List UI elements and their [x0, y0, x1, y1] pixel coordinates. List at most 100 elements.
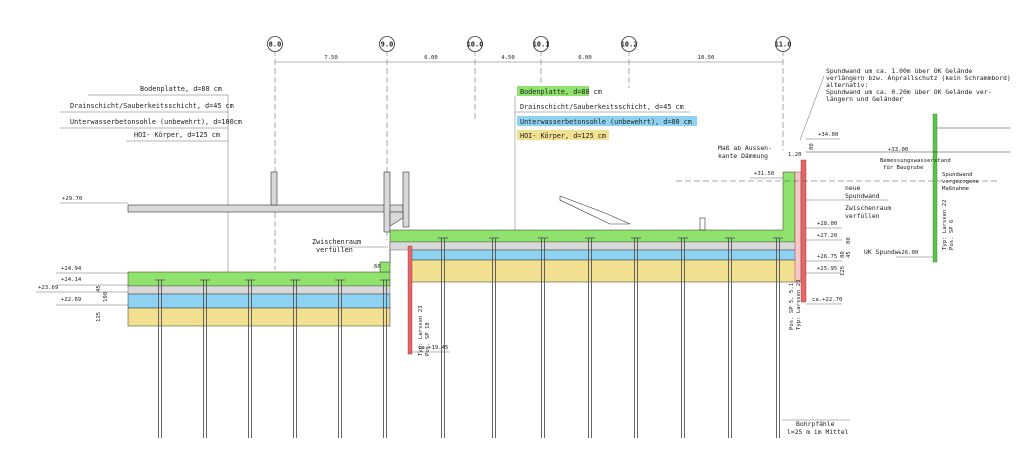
- top-right-note: Spundwand um ca. 1.00m über OK Gelände v…: [799, 67, 1011, 141]
- legend-drainschicht: Drainschicht/Sauberkeitsschicht, d=45 cm: [520, 103, 684, 111]
- bored-pile: [489, 237, 499, 438]
- svg-text:verlängern bzw. Anprallschutz: verlängern bzw. Anprallschutz (kein Schr…: [826, 74, 1011, 82]
- svg-text:Maß ab Aussen-: Maß ab Aussen-: [718, 144, 772, 152]
- svg-text:Typ: Larssen 22: Typ: Larssen 22: [942, 199, 948, 250]
- dim-small: 60: [374, 264, 381, 270]
- level-label: ca.+22.70: [812, 297, 842, 303]
- dimension-label: 6.00: [424, 55, 437, 61]
- svg-text:verfüllen: verfüllen: [316, 246, 353, 254]
- piles-left: [155, 279, 390, 438]
- level-label: +26.75: [817, 254, 837, 260]
- bored-pile: [245, 279, 255, 438]
- axis-head-11-0: 11.0: [775, 36, 792, 52]
- sheet-pile-green: [932, 113, 938, 263]
- svg-text:Zwischenraum: Zwischenraum: [312, 238, 361, 246]
- bored-pile: [380, 279, 390, 438]
- legend-hoi: HOI- Körper, d=125 cm: [134, 131, 220, 139]
- bored-pile: [200, 279, 210, 438]
- svg-text:Bohrpfähle: Bohrpfähle: [796, 420, 835, 428]
- svg-text:Spundwand: Spundwand: [845, 192, 880, 200]
- dim-small: 80: [840, 251, 846, 258]
- svg-text:Spundwand um ca. 0.20m über OK: Spundwand um ca. 0.20m über OK Gelände v…: [826, 88, 991, 96]
- level-label: +28.00: [817, 221, 837, 227]
- svg-text:vorgezogene: vorgezogene: [942, 179, 980, 185]
- bored-pile: [438, 237, 448, 438]
- level-label: +27.20: [817, 233, 837, 239]
- bored-pile: [631, 237, 641, 438]
- level-label: +24.94: [61, 266, 82, 272]
- svg-text:Pos. SP 5, 5.1: Pos. SP 5, 5.1: [789, 283, 795, 330]
- bored-pile: [773, 237, 783, 438]
- level-label: +23.69: [38, 285, 58, 291]
- left-foundation: [127, 271, 391, 327]
- axis-label: 10.0: [467, 41, 484, 49]
- axis-head-10-1: 10.1: [533, 36, 550, 52]
- axis-head-10-0: 10.0: [467, 36, 484, 52]
- bored-pile: [725, 237, 735, 438]
- svg-text:neue: neue: [845, 184, 861, 192]
- bored-pile: [538, 237, 548, 438]
- level-label: +25.95: [817, 266, 837, 272]
- bored-pile: [290, 279, 300, 438]
- level-label: +31.50: [754, 171, 774, 177]
- axis-head-8-0: 8.0: [267, 36, 283, 52]
- svg-text:alternativ:: alternativ:: [826, 81, 868, 89]
- ground-right: [676, 127, 1010, 182]
- dim-small: 100: [103, 292, 109, 302]
- dim-small: 125: [96, 312, 102, 322]
- level-label: ca.+19.45: [418, 345, 448, 351]
- svg-text:Spundwand: Spundwand: [942, 172, 972, 178]
- sheet-pile-right: [800, 159, 807, 303]
- level-label: +22.69: [61, 297, 81, 303]
- axis-label: 8.0: [269, 41, 282, 49]
- legend-bodenplatte: Bodenplatte, d=80 cm: [520, 88, 602, 96]
- center-legend: Bodenplatte, d=80 cm Drainschicht/Sauber…: [514, 86, 697, 240]
- svg-text:Bemessungswasserstand: Bemessungswasserstand: [880, 158, 951, 164]
- left-levels: +29.70 +24.94 +24.14 +23.69 +22.69 45 10…: [36, 196, 128, 322]
- dimension-label: 7.50: [324, 55, 337, 61]
- svg-text:Pos. SP 6: Pos. SP 6: [949, 220, 955, 250]
- svg-text:Pos. SP 18: Pos. SP 18: [425, 322, 431, 356]
- dim-small: 1.20: [788, 152, 801, 158]
- bored-pile: [585, 237, 595, 438]
- svg-text:verfüllen: verfüllen: [845, 212, 880, 220]
- legend-unterwasserbeton: Unterwasserbetonsohle (unbewehrt), d=80 …: [520, 118, 692, 126]
- legend-bodenplatte: Bodenplatte, d=80 cm: [140, 85, 222, 93]
- dim-small: 80: [846, 237, 852, 244]
- level-label: +34.00: [818, 132, 838, 138]
- level-label: +33.00: [888, 147, 908, 153]
- bored-pile: [335, 279, 345, 438]
- svg-text:längern und Geländer: längern und Geländer: [826, 95, 903, 103]
- svg-text:l=25 m im Mittel: l=25 m im Mittel: [787, 428, 849, 436]
- svg-text:für Baugrube: für Baugrube: [883, 165, 924, 171]
- dim-small: 45: [96, 285, 102, 292]
- legend-hoi: HOI- Körper, d=125 cm: [520, 132, 606, 140]
- bored-pile: [678, 237, 688, 438]
- dim-small: 125: [840, 266, 846, 276]
- svg-text:Spundwand um ca. 1.00m über OK: Spundwand um ca. 1.00m über OK Gelände: [826, 67, 972, 75]
- legend-unterwasserbeton: Unterwasserbetonsohle (unbewehrt), d=100…: [70, 118, 242, 126]
- level-label: +26.00: [898, 250, 918, 256]
- dimension-label: 4.50: [501, 55, 514, 61]
- level-label: +29.70: [62, 196, 82, 202]
- level-label: +24.14: [61, 277, 82, 283]
- svg-text:Typ: Larssen 23: Typ: Larssen 23: [796, 279, 802, 330]
- axis-label: 10.1: [533, 41, 550, 49]
- svg-text:Maßnahme: Maßnahme: [942, 186, 970, 192]
- svg-text:kante Dämmung: kante Dämmung: [718, 152, 768, 160]
- svg-text:Typ: Larssen 23: Typ: Larssen 23: [418, 305, 424, 356]
- dimension-label: 6.00: [578, 55, 591, 61]
- right-levels: +34.00 +33.00 +31.50 +28.00 +27.20 +26.7…: [374, 132, 933, 353]
- right-foundation: [379, 171, 802, 283]
- axis-label: 11.0: [775, 41, 792, 49]
- dimension-label: 10.50: [698, 55, 715, 61]
- left-legend: Bodenplatte, d=80 cm Drainschicht/Sauber…: [60, 85, 242, 300]
- annotation-labels: Zwischenraum verfüllen Maß ab Aussen- ka…: [312, 144, 980, 436]
- axis-head-10-2: 10.2: [621, 36, 637, 52]
- svg-text:UK Spundw.: UK Spundw.: [864, 248, 902, 256]
- svg-text:Zwischenraum: Zwischenraum: [845, 204, 891, 212]
- dim-small: 80: [809, 143, 815, 150]
- legend-drainschicht: Drainschicht/Sauberkeitsschicht, d=45 cm: [70, 102, 234, 110]
- axis-head-9-0: 9.0: [379, 36, 395, 52]
